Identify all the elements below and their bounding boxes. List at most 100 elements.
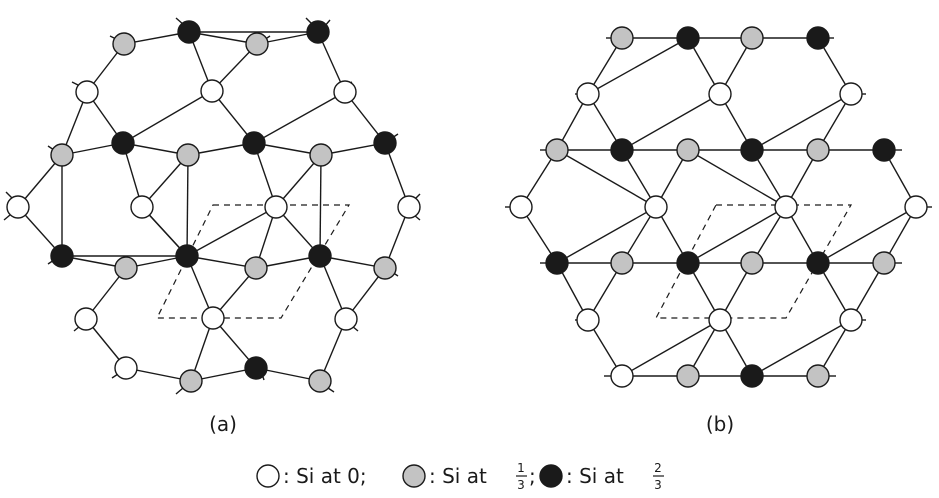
legend-item-label: : Si at <box>429 464 487 488</box>
panel-a-atoms <box>6 20 421 393</box>
si-at-two-thirds-atom <box>373 131 397 155</box>
si-at-one-third-atom <box>806 138 830 162</box>
legend: : Si at 0; : Si at 1 3 ; : Si at 2 3 <box>256 461 664 492</box>
si-at-one-third-atom <box>308 369 332 393</box>
si-at-two-thirds-atom <box>610 138 634 162</box>
legend-item-label: : Si at 0; <box>283 464 367 488</box>
si-at-one-third-atom <box>610 26 634 50</box>
panel-b-unit-cell <box>655 204 853 319</box>
legend-item-si-at-two-thirds: : Si at 2 3 <box>539 461 664 492</box>
bond-stub <box>3 214 11 221</box>
bond-line <box>186 206 277 257</box>
si-at-one-third-atom <box>676 138 700 162</box>
si-at-two-thirds-atom <box>308 244 332 268</box>
si-at-two-thirds-atom <box>242 131 266 155</box>
si-at-two-thirds-atom <box>111 131 135 155</box>
legend-item-si-at-one-third: : Si at 1 3 ; <box>402 461 536 492</box>
si-at-0-atom <box>74 307 98 331</box>
si-at-two-thirds-atom <box>676 251 700 275</box>
si-at-one-third-atom <box>244 256 268 280</box>
si-at-0-atom <box>610 364 634 388</box>
si-at-0-atom <box>75 80 99 104</box>
si-at-0-atom <box>333 80 357 104</box>
si-at-one-third-atom <box>545 138 569 162</box>
panel-b-atoms <box>509 26 928 388</box>
si-at-0-atom <box>6 195 30 219</box>
si-at-0-atom <box>509 195 533 219</box>
si-at-one-third-atom <box>740 251 764 275</box>
bond-line <box>621 93 721 151</box>
si-at-0-atom <box>397 195 421 219</box>
bond-line <box>817 206 917 264</box>
si-at-one-third-atom <box>114 256 138 280</box>
bond-line <box>319 154 322 257</box>
si-at-two-thirds-atom <box>545 251 569 275</box>
bond-line <box>587 37 689 95</box>
si-at-0-atom <box>201 306 225 330</box>
legend-item-separator: ; <box>529 464 536 488</box>
bond-line <box>556 149 657 208</box>
si-at-two-thirds-atom <box>740 364 764 388</box>
si-at-one-third-atom <box>309 143 333 167</box>
si-at-one-third-atom <box>245 32 269 56</box>
si-at-0-atom <box>708 308 732 332</box>
si-at-0-atom <box>130 195 154 219</box>
si-at-two-thirds-atom <box>175 244 199 268</box>
si-at-one-third-atom <box>610 251 634 275</box>
bond-line <box>122 90 213 144</box>
si-at-one-third-atom <box>740 26 764 50</box>
si-at-0-atom <box>839 308 863 332</box>
legend-item-si-at-0: : Si at 0; <box>256 464 367 488</box>
si-at-0-atom <box>644 195 668 219</box>
si-at-two-thirds-atom <box>244 356 268 380</box>
bond-line <box>556 206 657 264</box>
si-at-one-third-atom <box>872 251 896 275</box>
legend-fraction-denominator: 3 <box>517 478 525 492</box>
panel-b-structure: (b) <box>505 26 932 436</box>
legend-fraction-numerator: 2 <box>654 461 662 475</box>
panel-a-structure: (a) <box>3 17 421 436</box>
si-at-two-thirds-atom <box>676 26 700 50</box>
legend-fraction-denominator: 3 <box>654 478 662 492</box>
si-at-0-atom <box>576 82 600 106</box>
si-at-two-thirds-atom <box>50 244 74 268</box>
bond-line <box>621 319 721 377</box>
si-at-one-third-atom <box>676 364 700 388</box>
si-at-two-thirds-atom <box>740 138 764 162</box>
panel-b-caption: (b) <box>706 412 734 436</box>
bond-stub <box>175 387 184 395</box>
bond-stub <box>5 191 13 199</box>
bond-line <box>687 149 787 208</box>
si-at-0-atom <box>334 307 358 331</box>
legend-black-atom-icon <box>539 464 563 488</box>
legend-item-label: : Si at <box>566 464 624 488</box>
bond-stub <box>327 387 335 393</box>
si-at-0-atom <box>708 82 732 106</box>
si-at-0-atom <box>904 195 928 219</box>
si-at-0-atom <box>114 356 138 380</box>
si-at-one-third-atom <box>373 256 397 280</box>
si-at-one-third-atom <box>806 364 830 388</box>
panel-a-unit-cell <box>156 204 351 319</box>
si-at-two-thirds-atom <box>177 20 201 44</box>
bond-line <box>687 206 787 264</box>
bond-line <box>186 154 189 257</box>
si-at-0-atom <box>200 79 224 103</box>
si-at-0-atom <box>576 308 600 332</box>
legend-fraction-numerator: 1 <box>517 461 525 475</box>
bond-line <box>253 91 346 144</box>
si-at-two-thirds-atom <box>872 138 896 162</box>
si-at-one-third-atom <box>50 143 74 167</box>
bond-line <box>751 93 852 151</box>
panel-a-bond-stubs <box>3 17 421 395</box>
si-at-0-atom <box>264 195 288 219</box>
si-at-two-thirds-atom <box>306 20 330 44</box>
si-at-0-atom <box>774 195 798 219</box>
si-at-0-atom <box>839 82 863 106</box>
legend-white-atom-icon <box>256 464 280 488</box>
si-at-two-thirds-atom <box>806 26 830 50</box>
si-at-two-thirds-atom <box>806 251 830 275</box>
si-at-one-third-atom <box>179 369 203 393</box>
si-at-one-third-atom <box>112 32 136 56</box>
